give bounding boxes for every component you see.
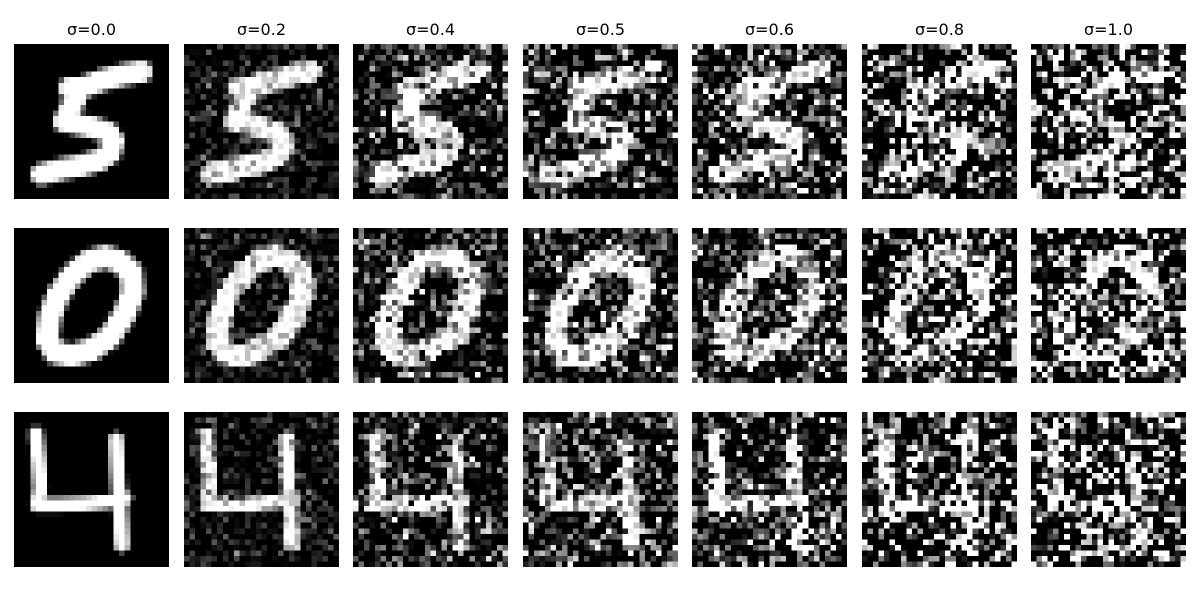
digit-image (353, 412, 508, 567)
digit-5-panel-sigma-0.8 (862, 44, 1017, 199)
digit-0-panel-sigma-1.0 (1031, 228, 1186, 383)
digit-5-panel-sigma-0.4 (353, 44, 508, 199)
digit-image (1031, 228, 1186, 383)
column-title-sigma-0.5: σ=0.5 (576, 20, 625, 39)
digit-image (523, 44, 678, 199)
digit-0-panel-sigma-0.6 (692, 228, 847, 383)
digit-5-panel-sigma-0.5 (523, 44, 678, 199)
digit-image (14, 412, 169, 567)
digit-image (184, 44, 339, 199)
column-title-sigma-0.4: σ=0.4 (406, 20, 455, 39)
column-title-sigma-0.2: σ=0.2 (237, 20, 286, 39)
digit-4-panel-sigma-0.5 (523, 412, 678, 567)
digit-image (862, 412, 1017, 567)
digit-0-panel-sigma-0.5 (523, 228, 678, 383)
digit-image (862, 44, 1017, 199)
digit-4-panel-sigma-0.8 (862, 412, 1017, 567)
digit-image (692, 228, 847, 383)
digit-4-panel-sigma-0.0 (14, 412, 169, 567)
column-title-sigma-0.8: σ=0.8 (915, 20, 964, 39)
digit-5-panel-sigma-0.0 (14, 44, 169, 199)
digit-image (692, 44, 847, 199)
column-title-sigma-0.6: σ=0.6 (745, 20, 794, 39)
digit-image (523, 228, 678, 383)
digit-image (1031, 44, 1186, 199)
digit-4-panel-sigma-0.2 (184, 412, 339, 567)
digit-image (353, 228, 508, 383)
digit-0-panel-sigma-0.4 (353, 228, 508, 383)
digit-image (184, 412, 339, 567)
digit-5-panel-sigma-0.6 (692, 44, 847, 199)
digit-4-panel-sigma-0.4 (353, 412, 508, 567)
digit-0-panel-sigma-0.8 (862, 228, 1017, 383)
digit-image (523, 412, 678, 567)
digit-image (1031, 412, 1186, 567)
digit-image (862, 228, 1017, 383)
digit-image (14, 228, 169, 383)
digit-image (353, 44, 508, 199)
column-title-sigma-1.0: σ=1.0 (1084, 20, 1133, 39)
digit-image (692, 412, 847, 567)
digit-5-panel-sigma-1.0 (1031, 44, 1186, 199)
digit-5-panel-sigma-0.2 (184, 44, 339, 199)
digit-0-panel-sigma-0.2 (184, 228, 339, 383)
digit-0-panel-sigma-0.0 (14, 228, 169, 383)
digit-4-panel-sigma-1.0 (1031, 412, 1186, 567)
column-title-sigma-0.0: σ=0.0 (67, 20, 116, 39)
digit-image (14, 44, 169, 199)
digit-4-panel-sigma-0.6 (692, 412, 847, 567)
digit-image (184, 228, 339, 383)
